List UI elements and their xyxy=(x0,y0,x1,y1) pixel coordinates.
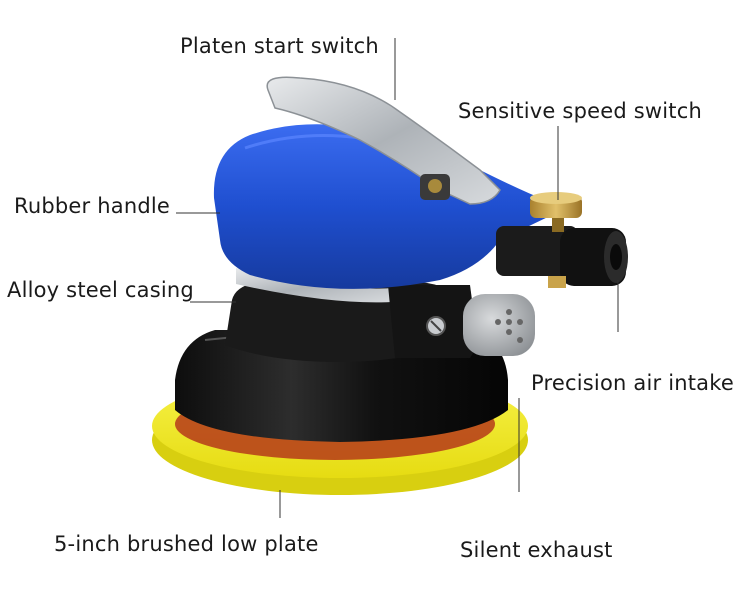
label-sensitive-speed-switch: Sensitive speed switch xyxy=(458,99,702,123)
label-brushed-low-plate: 5-inch brushed low plate xyxy=(54,532,319,556)
speed-knob xyxy=(530,192,582,232)
platen-lever xyxy=(266,76,501,205)
label-alloy-steel-casing: Alloy steel casing xyxy=(7,278,194,302)
air-fitting xyxy=(496,226,628,288)
label-platen-start-switch: Platen start switch xyxy=(180,34,379,58)
label-silent-exhaust: Silent exhaust xyxy=(460,538,613,562)
air-intake-cap xyxy=(463,294,535,356)
label-precision-air-intake: Precision air intake xyxy=(531,371,734,395)
side-bracket xyxy=(388,285,478,358)
label-rubber-handle: Rubber handle xyxy=(14,194,171,218)
